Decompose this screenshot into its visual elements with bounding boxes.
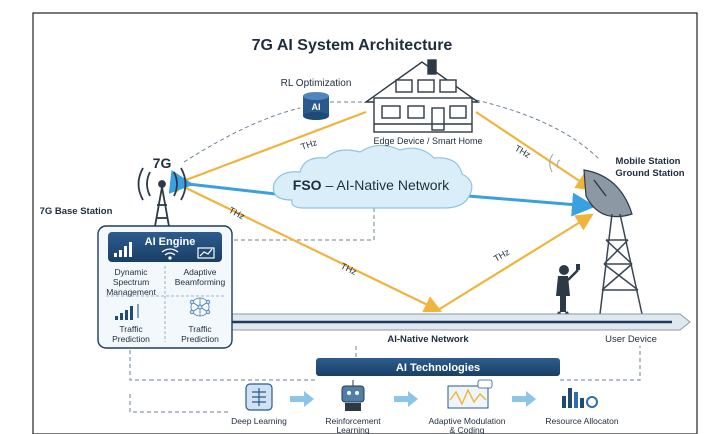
engine-item-2-line1: Adaptive [183,267,216,277]
engine-item-1-line2: Spectrum [113,277,149,287]
engine-item-3-line1: Traffic [119,324,143,334]
signal-bars-icon [114,242,132,257]
step-1-label: Deep Learning [231,416,287,426]
database-icon [303,92,329,120]
mobile-station-node: Mobile Station Ground Station [549,153,685,315]
radio-tower-icon [137,167,187,233]
neural-network-icon [189,297,211,317]
thz-link-house-dish [475,111,594,191]
wifi-icon [161,248,179,260]
fso-cloud: FSO – AI-Native Network [272,144,473,209]
tech-to-steps-dashed-line [129,394,230,413]
step-3-line2: & Coding [450,425,485,434]
thz-link-tower-network [185,187,442,313]
ai-technologies-title: AI Technologies [396,362,480,374]
house-icon [363,59,481,133]
ai-native-network-label: AI-Native Network [387,334,469,345]
brain-chip-icon [245,383,273,411]
chart-icon [197,247,215,259]
user-device-label: User Device [605,334,657,345]
ai-technologies-banner: AI Technologies [316,358,560,376]
engine-item-3-line2: Prediction [112,334,150,344]
house-to-dish-dashed-line [475,99,601,161]
base-station-7g-badge: 7G [153,155,172,171]
thz-links [170,110,594,313]
mobile-station-label: Mobile Station [616,156,681,167]
fso-link-right [467,192,596,217]
base-station-label: 7G Base Station [40,206,113,217]
tech-pipeline: Deep Learning Reinforcement Learning Ada… [231,379,619,434]
engine-item-1-line3: Management [106,287,156,297]
engine-item-4-line2: Prediction [181,334,219,344]
rl-optimization-label: RL Optimization [281,78,352,89]
tech-right-dashed-line [560,346,641,381]
diagram-title: 7G AI System Architecture [252,37,453,54]
edge-device-label: Edge Device / Smart Home [373,136,482,146]
satellite-dish-icon [549,153,643,315]
engine-item-4-line1: Traffic [188,324,212,334]
engine-to-tech-dashed-line [129,350,150,381]
bar-chart-icon [115,304,139,320]
step-4-label: Resource Allocaton [545,416,619,426]
ai-engine-header [108,232,222,262]
thz-link-tower-house [170,110,367,193]
step-3-line1: Adaptive Modulation [428,416,505,426]
ground-station-label: Ground Station [615,168,684,179]
robot-icon [341,380,365,411]
fso-cloud-label: FSO – AI-Native Network [293,177,450,193]
engine-item-1-line1: Dynamic [114,267,148,277]
cloud-to-engine-dashed-line [232,208,375,241]
ai-engine-title: AI Engine [145,236,196,248]
rl-ai-badge: AI [312,102,321,112]
thz-label-1: THz [300,137,319,152]
cloud-shape [272,144,473,209]
fso-link [168,170,596,217]
rl-optimization-node: RL Optimization AI [281,78,352,120]
engine-item-2-line2: Beamforming [175,277,226,287]
ai-engine-panel: AI Engine Dynamic Spectrum Management Ad… [97,225,233,349]
ai-native-network-bar [225,313,691,331]
thz-link-network-dish [437,213,594,311]
step-2-line1: Reinforcement [325,416,381,426]
step-2-line2: Learning [336,425,369,434]
resource-chart-icon [562,388,598,408]
edge-device-node: Edge Device / Smart Home [363,59,483,146]
fso-link-left [168,170,277,196]
base-station-node: 7G 7G Base Station [40,155,187,233]
tower-to-rl-dashed-line [183,107,301,163]
waveform-icon [447,379,493,409]
dashed-connectors [129,99,641,413]
pipeline-arrows [290,391,536,407]
